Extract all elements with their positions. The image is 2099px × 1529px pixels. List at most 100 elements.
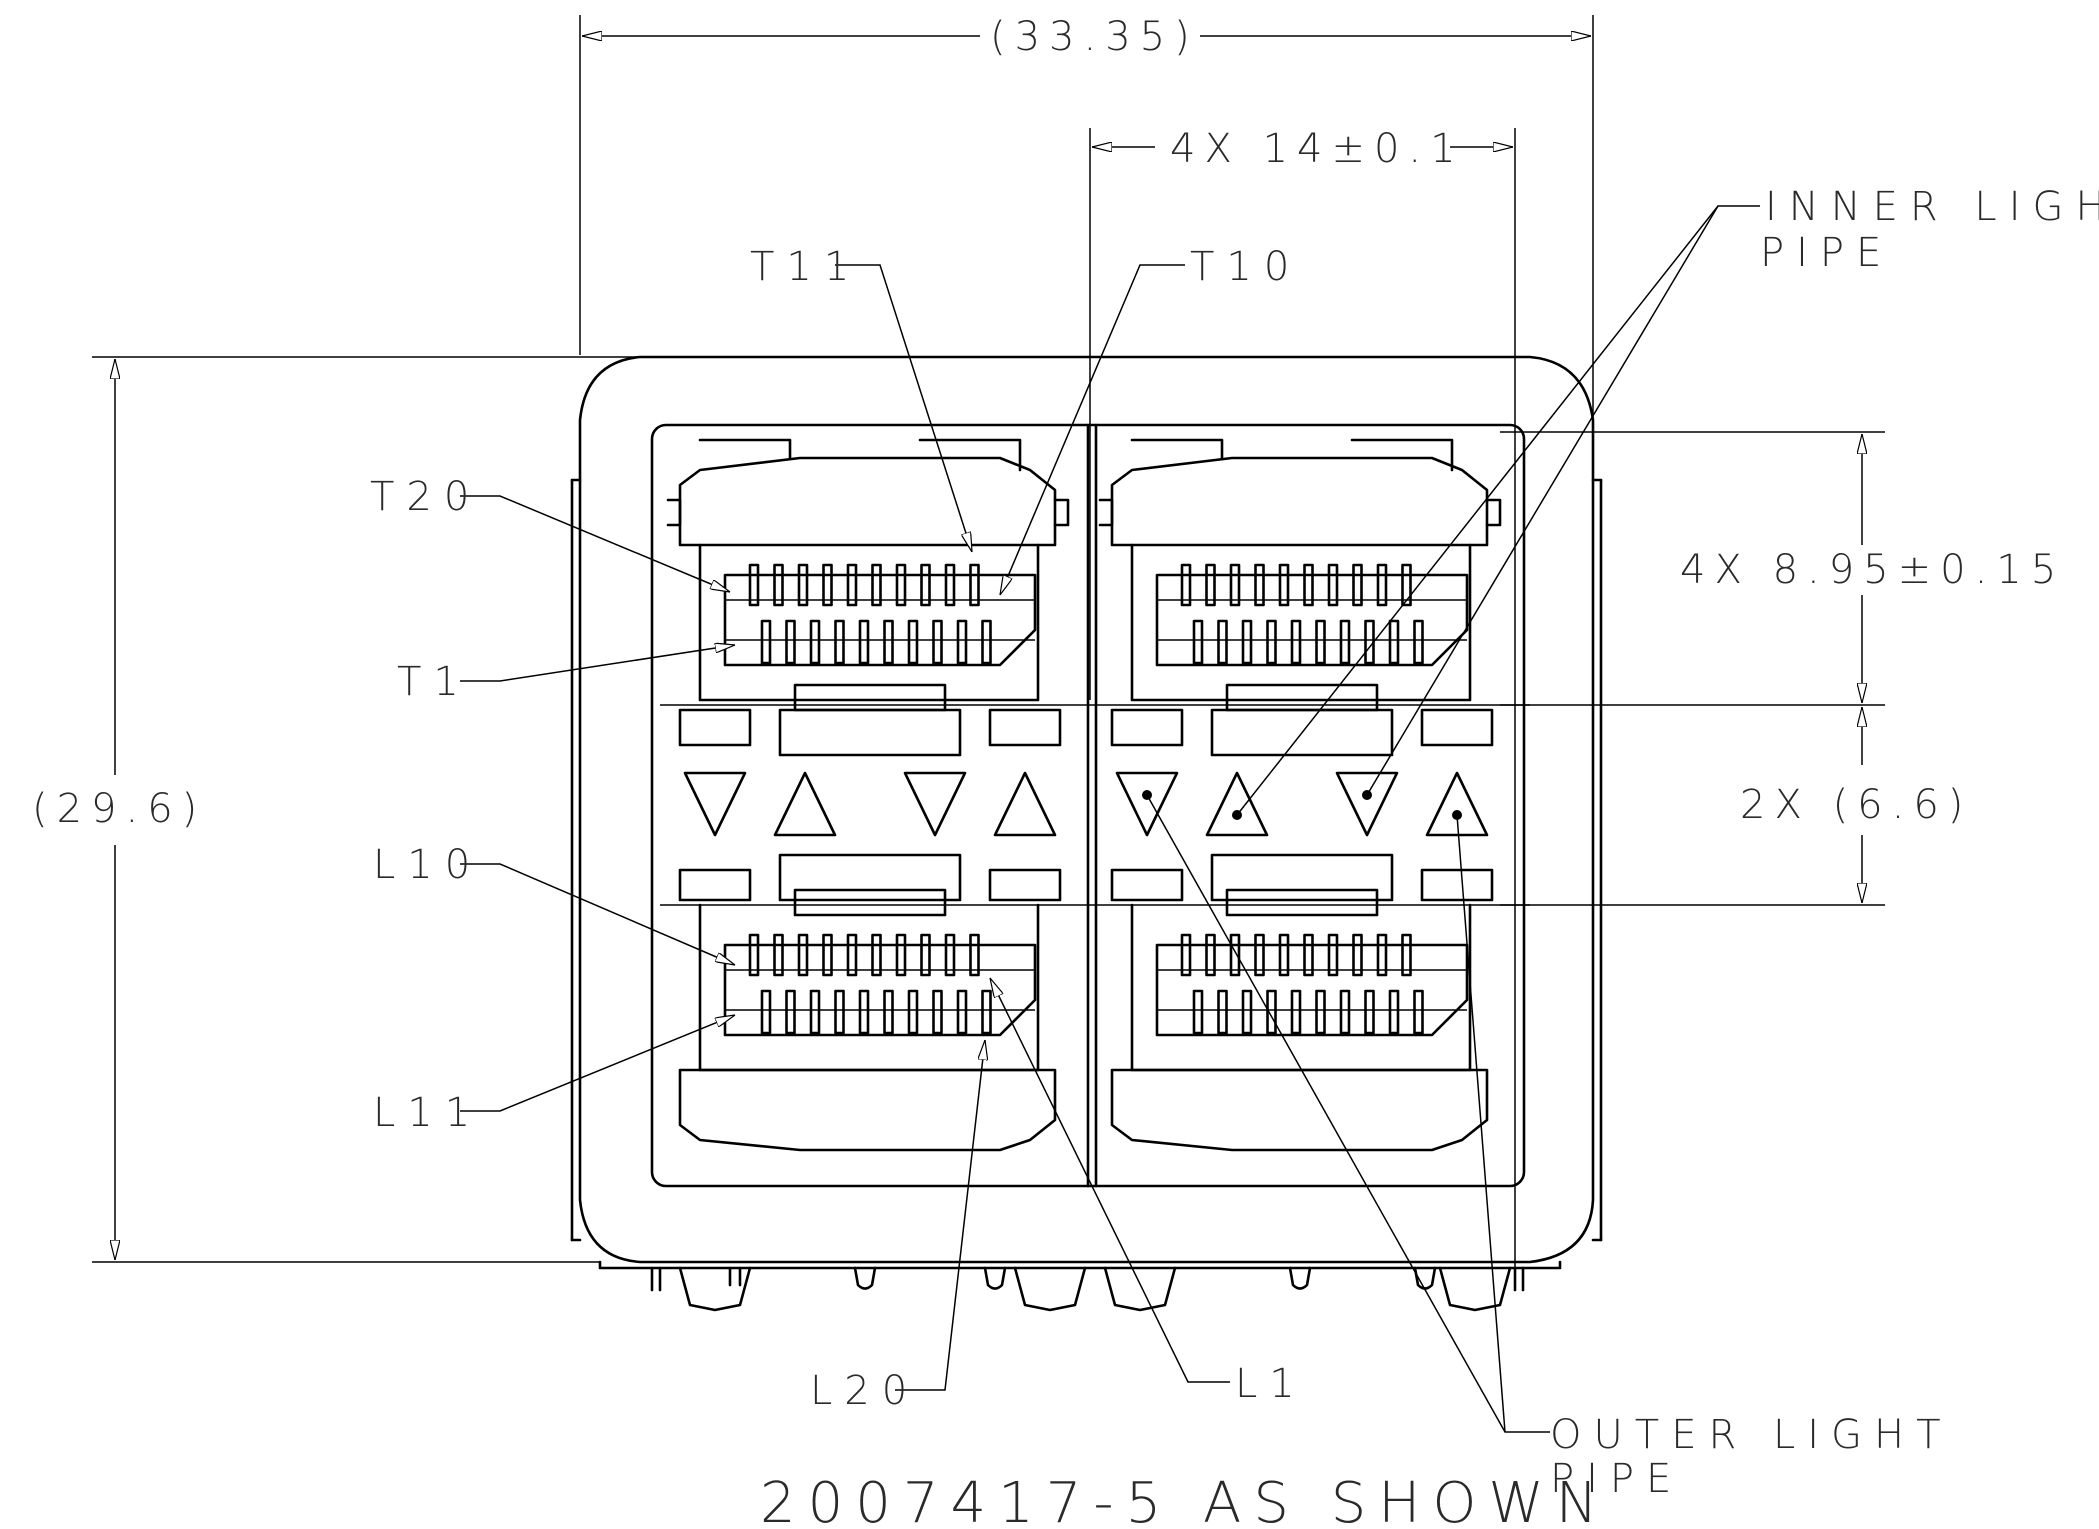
contact-pin [932, 989, 943, 1035]
contact-pin [1180, 933, 1192, 977]
dimension-labels: (33.35) 4X 14±0.1 (29.6) 4X 8.95±0.15 2X… [32, 14, 2056, 832]
inner-light-pipe-label-2: PIPE [1760, 230, 1893, 276]
t11-label: T11 [750, 244, 861, 290]
contact-pin [809, 989, 821, 1035]
contact-pin [907, 989, 919, 1035]
contact-pin [1401, 563, 1412, 607]
light-pipe-7 [1335, 771, 1399, 837]
contact-pin [1192, 619, 1204, 665]
port-upper-right [1098, 438, 1502, 712]
outer-light-pipe-label-2: PIPE [1550, 1456, 1683, 1502]
t20-label: T20 [370, 474, 481, 520]
contact-pin [822, 563, 833, 607]
inner-light-pipe-label: INNER LIGHT [1765, 184, 2099, 230]
l20-label: L20 [810, 1368, 919, 1414]
housing-outline [570, 355, 1603, 1264]
contact-pin [1303, 563, 1314, 607]
contact-pin [1266, 619, 1277, 665]
contact-pin [822, 933, 833, 977]
contact-pin [760, 619, 772, 665]
contact-pin [773, 563, 784, 607]
contact-pins [748, 563, 1424, 1035]
contact-pin [846, 563, 858, 607]
leader-lines [460, 205, 1760, 1433]
light-pipe-1 [683, 771, 747, 837]
drawing-caption: 2007417-5 AS SHOWN [760, 1471, 1610, 1529]
light-pipe-4 [993, 771, 1057, 837]
overall-width-label: (33.35) [990, 14, 1199, 60]
contact-pin [1364, 989, 1375, 1035]
contact-pin [920, 933, 931, 977]
contact-pin [1205, 933, 1216, 977]
bottom-pins [598, 1260, 1562, 1312]
contact-pin [1241, 619, 1253, 665]
contact-pin [1229, 933, 1241, 977]
contact-pin [1229, 563, 1241, 607]
contact-pin [1352, 563, 1363, 607]
t1-label: T1 [397, 659, 471, 705]
contact-pin [1180, 563, 1192, 607]
contact-pin [858, 989, 870, 1035]
contact-pin [1376, 563, 1388, 607]
light-pipe-band [678, 708, 1494, 902]
contact-pin [797, 933, 809, 977]
contact-pin [797, 563, 809, 607]
contact-pin [748, 563, 760, 607]
contact-pin [871, 563, 882, 607]
contact-pin [1376, 933, 1388, 977]
contact-pin [1327, 563, 1339, 607]
light-pipe-3 [903, 771, 967, 837]
contact-pin [1315, 989, 1326, 1035]
contact-pin [883, 989, 894, 1035]
port-lower-left [678, 888, 1057, 1152]
l1-label: L1 [1235, 1361, 1307, 1407]
contact-pin [1290, 619, 1302, 665]
contact-pin [883, 619, 894, 665]
contact-pin [748, 933, 760, 977]
contact-pin [773, 933, 784, 977]
contact-pin [1254, 933, 1265, 977]
contact-pin [969, 563, 980, 607]
light-pipe-row-label: 2X (6.6) [1740, 782, 1972, 828]
contact-pin [1388, 619, 1400, 665]
contact-pin [834, 989, 845, 1035]
pitch-x-label: 4X 14±0.1 [1170, 126, 1465, 172]
l11-label: L11 [373, 1090, 482, 1136]
overall-height-label: (29.6) [32, 786, 206, 832]
contact-pin [858, 619, 870, 665]
l10-label: L10 [373, 842, 482, 888]
contact-pin [932, 619, 943, 665]
callout-labels: INNER LIGHT PIPE OUTER LIGHT PIPE T11 T1… [370, 184, 2099, 1502]
contact-pin [1364, 619, 1375, 665]
contact-pin [785, 619, 796, 665]
contact-pin [981, 989, 992, 1035]
light-pipe-8 [1425, 771, 1489, 837]
contact-pin [1327, 933, 1339, 977]
contact-pin [944, 933, 956, 977]
contact-pin [1192, 989, 1204, 1035]
light-pipe-5 [1115, 771, 1179, 837]
contact-pin [834, 619, 845, 665]
contact-pin [1401, 933, 1412, 977]
light-pipes [683, 771, 1489, 837]
contact-pin [1339, 989, 1351, 1035]
contact-pin [969, 933, 980, 977]
contact-pin [956, 989, 968, 1035]
contact-pin [1352, 933, 1363, 977]
contact-pin [1413, 989, 1424, 1035]
contact-pin [1290, 989, 1302, 1035]
t10-label: T10 [1190, 244, 1301, 290]
contact-pin [785, 989, 796, 1035]
contact-pin [809, 619, 821, 665]
contact-pin [1278, 563, 1290, 607]
contact-pin [1339, 619, 1351, 665]
light-pipe-6 [1205, 771, 1269, 837]
contact-pin [956, 619, 968, 665]
contact-pin [871, 933, 882, 977]
contact-pin [1254, 563, 1265, 607]
contact-pin [1266, 989, 1277, 1035]
contact-pin [920, 563, 931, 607]
contact-pin [907, 619, 919, 665]
contact-pin [1241, 989, 1253, 1035]
